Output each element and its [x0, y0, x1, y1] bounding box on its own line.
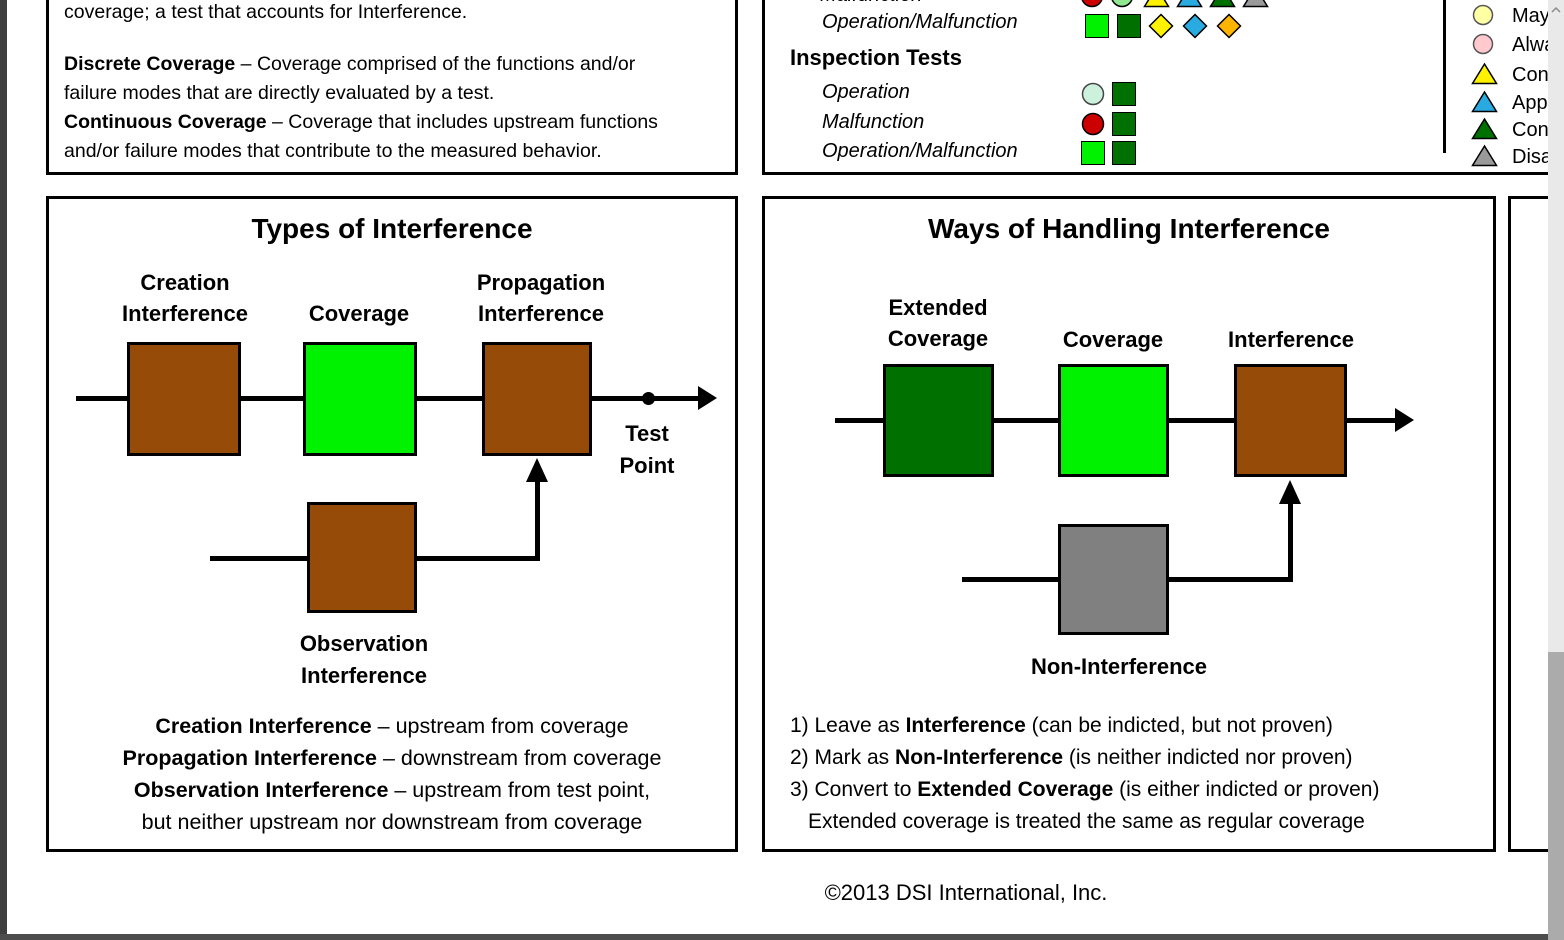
copyright-text: ©2013 DSI International, Inc.: [824, 880, 1108, 905]
panel-title: Ways of Handling Interference: [928, 213, 1330, 244]
test-point-dot: [642, 392, 655, 405]
mint-circle-icon: [1081, 82, 1105, 106]
green-triangle-icon: [1471, 117, 1498, 140]
ways-of-handling-panel: Ways of Handling Interference Extended C…: [762, 196, 1496, 852]
note-line: Creation Interference – upstream from co…: [155, 714, 629, 738]
non-interference-riser-line: [1288, 504, 1293, 582]
scrollbar-thumb[interactable]: [1548, 652, 1564, 940]
legend-row-label: Operation/Malfunction: [822, 11, 1018, 33]
flow-arrowhead: [1395, 408, 1414, 432]
creation-interference-label: Creation Interference: [122, 270, 248, 326]
yellow-triangle-icon: [1143, 0, 1170, 8]
yellow-triangle-icon: [1471, 62, 1498, 85]
note-line: Observation Interference – upstream from…: [133, 778, 651, 802]
bright-green-square-icon: [1085, 14, 1109, 38]
yellow-diamond-icon: [1148, 13, 1174, 39]
legend-row-label: Operation: [822, 81, 910, 103]
vertical-scrollbar[interactable]: [1548, 0, 1564, 940]
definition-line: Continuous Coverage – Coverage that incl…: [64, 111, 658, 133]
observation-interference-box: [307, 502, 417, 613]
coverage-box: [303, 342, 417, 456]
orange-diamond-icon: [1216, 13, 1242, 39]
observation-arrowhead: [526, 458, 548, 482]
side-legend-label: Conv: [1512, 119, 1559, 141]
legend-row-label: Operation/Malfunction: [822, 140, 1018, 162]
propagation-interference-box: [482, 342, 592, 456]
note-line: but neither upstream nor downstream from…: [141, 810, 643, 834]
flow-arrowhead: [698, 386, 717, 410]
note-line: Propagation Interference – downstream fr…: [122, 746, 662, 770]
gray-triangle-icon: [1471, 144, 1498, 167]
step-line: 2) Mark as Non-Interference (is neither …: [790, 746, 1353, 769]
observation-interference-label: Observation Interference: [299, 631, 429, 688]
test-legend-panel: Malfunction Operation/Malfunction Inspec…: [762, 0, 1564, 175]
definition-line: and/or failure modes that contribute to …: [64, 140, 602, 162]
panel-title: Types of Interference: [251, 213, 533, 244]
legend-divider: [1443, 0, 1446, 153]
interference-box: [1234, 364, 1347, 477]
inspection-tests-heading: Inspection Tests: [790, 45, 962, 70]
coverage-label: Coverage: [1062, 327, 1164, 352]
definition-line: Discrete Coverage – Coverage comprised o…: [64, 53, 636, 75]
interference-notes: Creation Interference – upstream from co…: [49, 710, 735, 838]
propagation-interference-label: Propagation Interference: [476, 270, 606, 326]
types-of-interference-panel: Types of Interference Creation Interfere…: [46, 196, 738, 852]
scroll-up-icon[interactable]: [1551, 6, 1561, 14]
red-circle-icon: [1081, 112, 1105, 136]
gray-triangle-icon: [1242, 0, 1269, 8]
definitions-panel: coverage; a test that accounts for Inter…: [46, 0, 738, 175]
legend-row-label: Malfunction: [820, 0, 922, 7]
window-bottom-edge: [0, 934, 1548, 940]
test-point-label: Test Point: [619, 421, 675, 478]
window-left-edge: [0, 0, 7, 940]
definition-line: failure modes that are directly evaluate…: [64, 82, 495, 104]
dark-green-square-icon: [1112, 112, 1136, 136]
dark-green-square-icon: [1112, 141, 1136, 165]
green-triangle-icon: [1209, 0, 1236, 8]
non-interference-box: [1058, 524, 1169, 635]
legend-row-label: Malfunction: [822, 111, 925, 133]
blue-triangle-icon: [1471, 90, 1498, 113]
coverage-label: Coverage: [308, 301, 410, 326]
dark-green-square-icon: [1117, 14, 1141, 38]
pale-yellow-circle-icon: [1472, 4, 1494, 26]
step-line: Extended coverage is treated the same as…: [808, 810, 1365, 833]
step-line: 1) Leave as Interference (can be indicte…: [790, 714, 1333, 737]
coverage-box: [1058, 364, 1169, 477]
extended-coverage-box: [883, 364, 994, 477]
dark-green-square-icon: [1112, 82, 1136, 106]
non-interference-arrowhead: [1279, 480, 1301, 504]
extended-coverage-label: Extended Coverage: [887, 295, 989, 351]
creation-interference-box: [127, 342, 241, 456]
step-line: 3) Convert to Extended Coverage (is eith…: [790, 778, 1380, 801]
interference-label: Interference: [1228, 327, 1354, 352]
pink-circle-icon: [1472, 33, 1494, 55]
side-legend-label: Alwa: [1512, 34, 1556, 56]
observation-riser-line: [535, 482, 540, 561]
definitions-intro-line: coverage; a test that accounts for Inter…: [64, 1, 468, 23]
light-green-circle-icon: [1111, 0, 1133, 8]
side-legend-label: May: [1512, 5, 1550, 27]
blue-triangle-icon: [1176, 0, 1203, 8]
blue-diamond-icon: [1182, 13, 1208, 39]
handling-steps: 1) Leave as Interference (can be indicte…: [790, 710, 1480, 838]
non-interference-label: Non-Interference: [1030, 654, 1208, 679]
red-circle-icon: [1081, 0, 1103, 8]
bright-green-square-icon: [1081, 141, 1105, 165]
